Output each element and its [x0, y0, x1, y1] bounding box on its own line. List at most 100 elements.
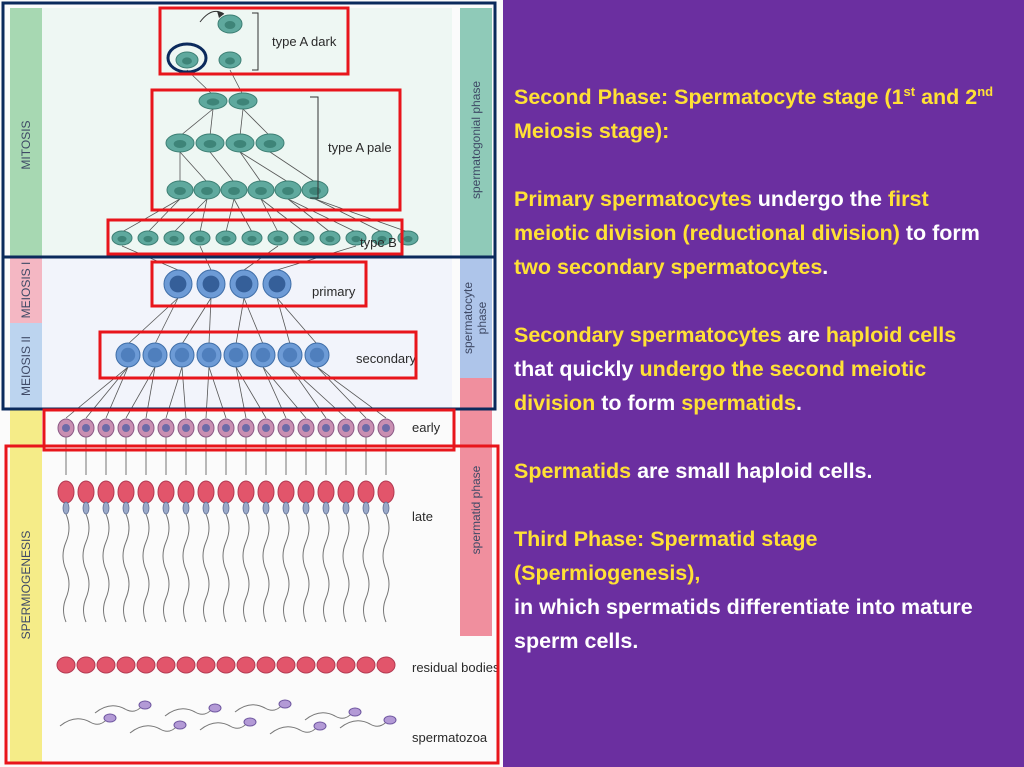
meiosis2-band — [10, 323, 42, 408]
late-spermatid — [177, 480, 195, 504]
early-spermatid-nucleus — [302, 424, 310, 432]
spermiogenesis-box — [4, 444, 500, 765]
late-spermatid — [337, 480, 355, 504]
lineage-line — [121, 198, 181, 233]
late-spermatid-head — [62, 501, 70, 515]
spermatogonium-nucleus — [377, 235, 387, 243]
spermatozoon-tail — [304, 711, 354, 721]
late-spermatid — [137, 480, 155, 504]
renewal-arrow — [199, 10, 225, 23]
meiosis1-label: MEIOSIS I — [19, 262, 33, 319]
sperm-tail — [62, 513, 70, 623]
p2-f: . — [822, 255, 829, 279]
spermatid-phase-label: spermatid phase — [469, 465, 483, 554]
sperm-tail — [202, 513, 210, 623]
late-spermatid-head — [142, 501, 150, 515]
sperm-tail — [322, 513, 330, 623]
late-spermatid — [117, 480, 135, 504]
late-spermatid-head — [202, 501, 210, 515]
p2-b: undergo the — [751, 187, 888, 211]
early-spermatid-nucleus — [202, 424, 210, 432]
spermatozoon-head — [138, 700, 152, 710]
type-b-label: type B — [360, 235, 397, 250]
lineage-line — [225, 198, 235, 233]
spermatozoon-tail — [59, 717, 109, 727]
spermatogonium-nucleus — [143, 235, 153, 243]
late-spermatid-head — [362, 501, 370, 515]
p3-h: . — [795, 391, 802, 415]
mitosis-label: MITOSIS — [19, 120, 33, 169]
spermatogonium-nucleus — [233, 139, 247, 149]
renewal-arrowhead — [217, 11, 224, 18]
spermatozoon-head — [383, 715, 397, 725]
lineage-line — [239, 108, 244, 137]
spermatogonium-nucleus — [206, 98, 220, 106]
sperm-tail — [242, 513, 250, 623]
p5-b: in which spermatids differentiate into m… — [514, 595, 973, 653]
early-label: early — [412, 420, 441, 435]
spermatogonium-nucleus — [247, 235, 257, 243]
lineage-line — [269, 151, 316, 183]
early-spermatid-box — [42, 408, 456, 452]
lineage-line — [239, 151, 262, 183]
spermatocyte-phase-label-2: phase — [475, 301, 489, 334]
type-b-box — [106, 218, 404, 256]
p4-a: Spermatids — [514, 459, 632, 483]
late-spermatid — [97, 480, 115, 504]
late-spermatid-head — [302, 501, 310, 515]
spermatogonial-phase-label: spermatogonial phase — [469, 81, 483, 199]
spermatozoon-head — [173, 720, 187, 730]
p3-f: to form — [595, 391, 682, 415]
spermatozoon-head — [243, 717, 257, 727]
lineage-line — [287, 198, 357, 233]
spermatocyte-nucleus — [235, 275, 253, 293]
residual-body — [276, 656, 296, 674]
third-phase-paragraph: Third Phase: Spermatid stage (Spermiogen… — [514, 522, 994, 658]
sperm-tail — [122, 513, 130, 623]
residual-body — [136, 656, 156, 674]
early-spermatid-nucleus — [342, 424, 350, 432]
early-spermatid-nucleus — [362, 424, 370, 432]
spermatozoon-tail — [234, 703, 284, 713]
early-spermatid-nucleus — [62, 424, 70, 432]
spermatogonium-nucleus — [195, 235, 205, 243]
residual-body — [256, 656, 276, 674]
spermatogonium-nucleus — [203, 139, 217, 149]
sperm-tail — [362, 513, 370, 623]
spermatogenesis-diagram: MITOSIS MEIOSIS I MEIOSIS II SPERMIOGENE… — [0, 0, 503, 767]
late-spermatid-head — [102, 501, 110, 515]
sperm-tail — [302, 513, 310, 623]
type-a-dark-box — [158, 6, 350, 76]
spermatogonium-nucleus — [351, 235, 361, 243]
spermatogonium-nucleus — [403, 235, 413, 243]
spermatocyte-nucleus — [120, 347, 136, 363]
p3-c: haploid cells — [825, 323, 957, 347]
residual-body — [196, 656, 216, 674]
spermatids-paragraph: Spermatids are small haploid cells. — [514, 454, 994, 488]
early-spermatid-nucleus — [262, 424, 270, 432]
late-spermatid-head — [122, 501, 130, 515]
sperm-tail — [102, 513, 110, 623]
spermatozoon-head — [348, 707, 362, 717]
early-spermatid-nucleus — [182, 424, 190, 432]
late-spermatid-head — [262, 501, 270, 515]
spermatogonium-nucleus — [255, 186, 267, 196]
sperm-tail — [262, 513, 270, 623]
type-a-dark-bracket — [252, 12, 259, 71]
secondary-box — [98, 330, 418, 380]
late-spermatid-head — [222, 501, 230, 515]
spermatozoa-label: spermatozoa — [412, 730, 488, 745]
residual-body — [156, 656, 176, 674]
residual-body — [116, 656, 136, 674]
early-spermatid-nucleus — [242, 424, 250, 432]
mitosis-wash — [42, 8, 452, 256]
early-spermatid-nucleus — [322, 424, 330, 432]
spermatogonium-nucleus — [273, 235, 283, 243]
spermatid-band — [460, 378, 492, 636]
late-spermatid — [357, 480, 375, 504]
cell-layer — [56, 14, 419, 735]
late-spermatid-head — [182, 501, 190, 515]
spermatogonium-nucleus — [169, 235, 179, 243]
lineage-line — [173, 198, 208, 233]
spermatogonium-nucleus — [325, 235, 335, 243]
